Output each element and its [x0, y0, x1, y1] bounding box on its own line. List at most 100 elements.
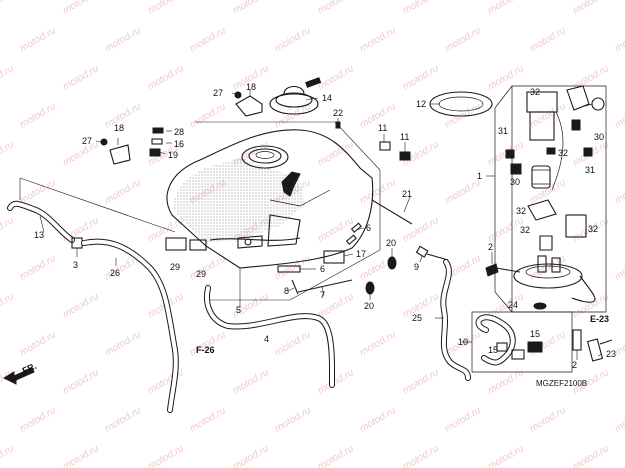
watermark-text: motod.ru	[0, 291, 16, 320]
label-19: 19	[168, 150, 178, 160]
watermark-text: motod.ru	[443, 177, 483, 206]
hose-10	[475, 314, 543, 366]
pads-29	[165, 237, 207, 251]
watermark-text: motod.ru	[401, 367, 441, 396]
hose-10-group-box	[471, 311, 573, 373]
watermark-text: motod.ru	[18, 177, 58, 206]
label-32e: 32	[588, 224, 598, 234]
watermark-text: motod.ru	[103, 405, 143, 434]
watermark-text: motod.ru	[316, 367, 356, 396]
watermark-text: motod.ru	[528, 177, 568, 206]
watermark-text: motod.ru	[188, 101, 228, 130]
bracket-left	[100, 138, 131, 165]
watermark-text: motod.ru	[486, 0, 526, 17]
label-2a: 2	[488, 242, 493, 252]
watermark-text: motod.ru	[273, 25, 313, 54]
watermark-text: motod.ru	[0, 139, 16, 168]
watermark-text: motod.ru	[18, 329, 58, 358]
watermark-text: motod.ru	[18, 405, 58, 434]
fuel-pump-assembly	[505, 85, 605, 310]
front-direction-arrow	[2, 367, 35, 385]
watermark-text: motod.ru	[0, 443, 16, 468]
bolts-16-19-28	[149, 127, 164, 157]
label-10: 10	[458, 337, 468, 347]
watermark-text: motod.ru	[0, 0, 16, 17]
watermark-text: motod.ru	[146, 443, 186, 468]
label-14: 14	[322, 93, 332, 103]
diagram-code: MGZEF2100B	[536, 379, 587, 388]
watermark-text: motod.ru	[61, 367, 101, 396]
watermark-text: motod.ru	[443, 405, 483, 434]
fitting-9	[415, 245, 449, 261]
label-4: 4	[264, 334, 269, 344]
watermark-text: motod.ru	[273, 253, 313, 282]
watermark-text: motod.ru	[486, 443, 526, 468]
watermark-text: motod.ru	[358, 329, 398, 358]
tank-group-frame	[19, 121, 381, 301]
bracket-top	[234, 91, 263, 117]
label-29a: 29	[170, 262, 180, 272]
watermark-text: motod.ru	[316, 215, 356, 244]
watermark-text: motod.ru	[61, 63, 101, 92]
watermark-text: motod.ru	[528, 101, 568, 130]
watermark-text: motod.ru	[528, 25, 568, 54]
watermark-text: motod.ru	[18, 101, 58, 130]
label-24: 24	[508, 300, 518, 310]
label-1: 1	[477, 171, 482, 181]
watermark-text: motod.ru	[486, 367, 526, 396]
label-28: 28	[174, 127, 184, 137]
watermark-text: motod.ru	[316, 443, 356, 468]
watermark-text: motod.ru	[188, 25, 228, 54]
label-20b: 20	[364, 301, 374, 311]
watermark-text: motod.ru	[401, 443, 441, 468]
label-17: 17	[356, 249, 366, 259]
watermark-text: motod.ru	[571, 0, 611, 17]
label-31a: 31	[498, 126, 508, 136]
watermark-text: motod.ru	[571, 443, 611, 468]
label-2b: 2	[572, 360, 577, 370]
watermark-text: motod.ru	[401, 215, 441, 244]
tank-small-parts	[277, 250, 353, 295]
watermark-text: motod.ru	[146, 367, 186, 396]
watermark-text: motod.ru	[613, 25, 625, 54]
watermark-text: motod.ru	[613, 101, 625, 130]
watermark-text: motod.ru	[273, 101, 313, 130]
watermark-text: motod.ru	[443, 25, 483, 54]
label-16: 16	[174, 139, 184, 149]
connector-2	[485, 263, 521, 277]
label-30b: 30	[510, 177, 520, 187]
watermark-text: motod.ru	[613, 253, 625, 282]
label-9: 9	[414, 262, 419, 272]
wing-logo	[281, 171, 301, 197]
watermark-text: motod.ru	[316, 0, 356, 17]
watermark-text: motod.ru	[18, 25, 58, 54]
watermark-text: motod.ru	[401, 0, 441, 17]
watermark-text: motod.ru	[188, 405, 228, 434]
fuel-tank	[166, 129, 374, 269]
watermark-text: motod.ru	[316, 63, 356, 92]
label-25: 25	[412, 313, 422, 323]
watermark-text: motod.ru	[231, 443, 271, 468]
label-12: 12	[416, 99, 426, 109]
label-11b: 11	[400, 132, 409, 142]
watermark-text: motod.ru	[571, 63, 611, 92]
label-5: 5	[236, 305, 241, 315]
watermark-text: motod.ru	[613, 177, 625, 206]
watermark-text: motod.ru	[528, 405, 568, 434]
watermark-text: motod.ru	[401, 63, 441, 92]
watermark-text: motod.ru	[146, 63, 186, 92]
label-22: 22	[333, 108, 343, 118]
label-6b: 6	[320, 264, 325, 274]
watermark-text: motod.ru	[358, 177, 398, 206]
watermark-text: motod.ru	[0, 63, 16, 92]
label-3: 3	[73, 260, 78, 270]
watermark-text: motod.ru	[103, 177, 143, 206]
label-8: 8	[284, 286, 289, 296]
watermark-text: motod.ru	[61, 443, 101, 468]
label-26: 26	[110, 268, 120, 278]
leader-lines	[39, 89, 603, 360]
label-15a: 15	[530, 329, 540, 339]
